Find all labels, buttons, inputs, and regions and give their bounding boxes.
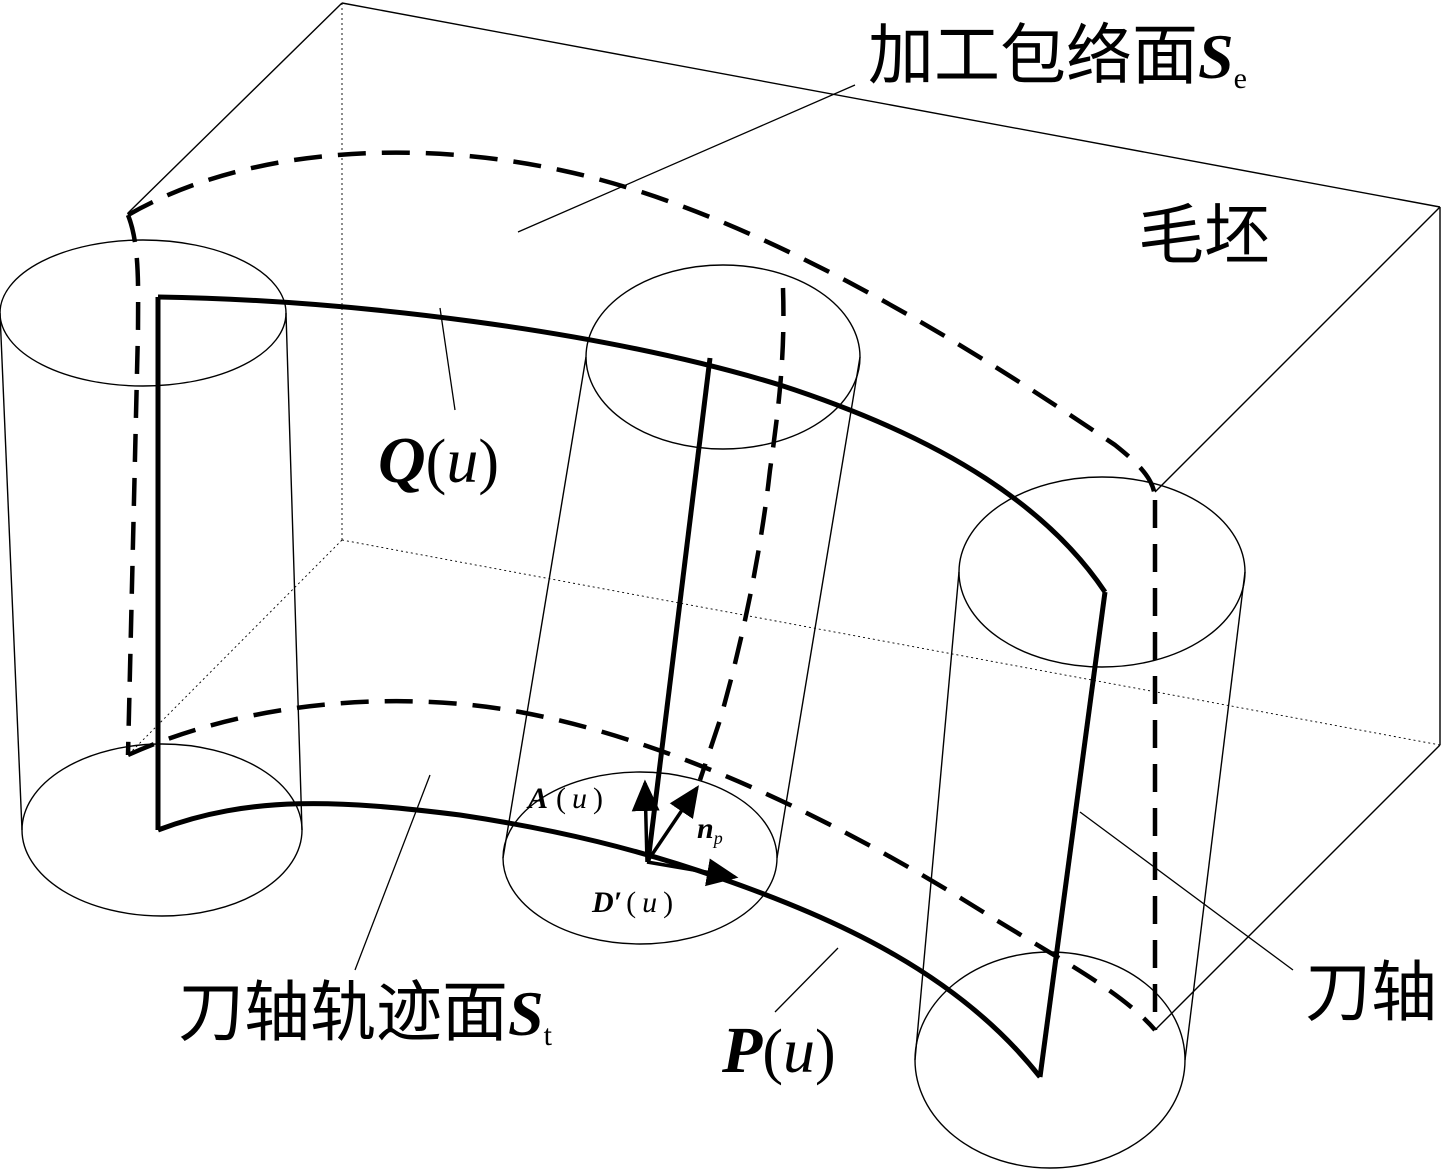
leader-lines xyxy=(354,84,1294,1013)
lower-curve-label: P(u) xyxy=(721,1014,836,1087)
envelope-surface-label: 加工包络面Se xyxy=(868,17,1247,95)
cutter-cylinder-right xyxy=(914,476,1246,1169)
blank-label: 毛坯 xyxy=(1138,197,1270,274)
tool-axis-surface-label: 刀轴轨迹面St xyxy=(178,974,553,1052)
cutter-cylinder-middle xyxy=(502,264,861,945)
contact-point-label: D′(u) xyxy=(591,886,673,919)
upper-curve-label: Q(u) xyxy=(378,424,499,497)
cutter-cylinder-left xyxy=(0,239,303,917)
tool-axis-label: 刀轴 xyxy=(1305,954,1437,1031)
normal-vector-label: np xyxy=(697,812,723,848)
blank-box xyxy=(127,2,1441,1031)
tool-axis-surface-bold xyxy=(155,294,1108,1079)
normal-vector-arrow xyxy=(645,785,699,863)
contact-vectors xyxy=(631,779,739,887)
axis-vector-label: A(u) xyxy=(526,782,603,815)
axis-vector-arrow xyxy=(631,779,660,863)
tangent-vector-arrow xyxy=(646,858,739,887)
